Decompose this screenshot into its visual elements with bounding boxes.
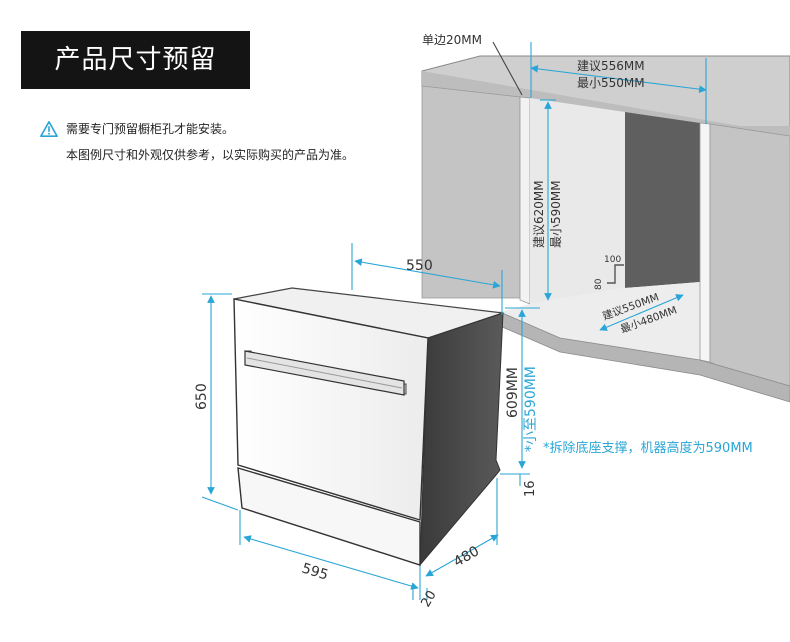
side-gap-label: 单边20MM (422, 33, 482, 47)
notch-vertical-label: 80 (594, 278, 604, 290)
dishwasher-side (419, 312, 504, 567)
notice-row-1: 需要专门预留橱柜孔才能安装。 (40, 116, 354, 142)
cabinet-left-body (421, 85, 521, 299)
cabinet-width-min: 最小550MM (577, 76, 645, 90)
machine-depth-bottom-label: 480 (451, 543, 482, 570)
notice-row-2: 本图例尺寸和外观仅供参考，以实际购买的产品为准。 (40, 142, 354, 168)
cabinet-height-recommended: 建议620MM (532, 180, 546, 248)
cabinet-notch (607, 264, 624, 284)
cabinet-left-edge (519, 96, 531, 305)
dimension-labels: 单边20MM 建议556MM 最小550MM 建议620MM 最小590MM 1… (194, 33, 753, 610)
warning-icon (40, 120, 58, 138)
notch-horizontal-label: 100 (604, 255, 621, 265)
machine-height-min-side-label: *小至590MM (523, 366, 539, 452)
dishwasher (233, 287, 504, 567)
cabinet-width-recommended: 建议556MM (577, 59, 645, 73)
cabinet-cavity (530, 98, 625, 304)
dishwasher-front-panel (233, 298, 429, 521)
cabinet-right-body (699, 122, 711, 363)
base-height-label: 16 (523, 480, 538, 497)
cabinet-height-min: 最小590MM (549, 180, 563, 248)
page-title: 产品尺寸预留 (21, 31, 250, 89)
installation-notice: 需要专门预留橱柜孔才能安装。 本图例尺寸和外观仅供参考，以实际购买的产品为准。 (40, 116, 354, 168)
base-removal-note: *拆除底座支撑，机器高度为590MM (543, 440, 753, 456)
front-offset-label: 20 (418, 588, 439, 610)
dishwasher-handle (244, 350, 407, 396)
cabinet-back-wall (625, 112, 700, 288)
notice-line-2: 本图例尺寸和外观仅供参考，以实际购买的产品为准。 (66, 148, 355, 162)
machine-depth-top-label: 550 (406, 258, 433, 274)
machine-height-label: 650 (194, 383, 210, 410)
notice-line-1: 需要专门预留橱柜孔才能安装。 (66, 122, 235, 136)
machine-width-label: 595 (300, 561, 330, 584)
cabinet-right-side (709, 123, 790, 401)
machine-height-side-label: 609MM (505, 367, 521, 418)
dimension-lines (201, 41, 707, 600)
